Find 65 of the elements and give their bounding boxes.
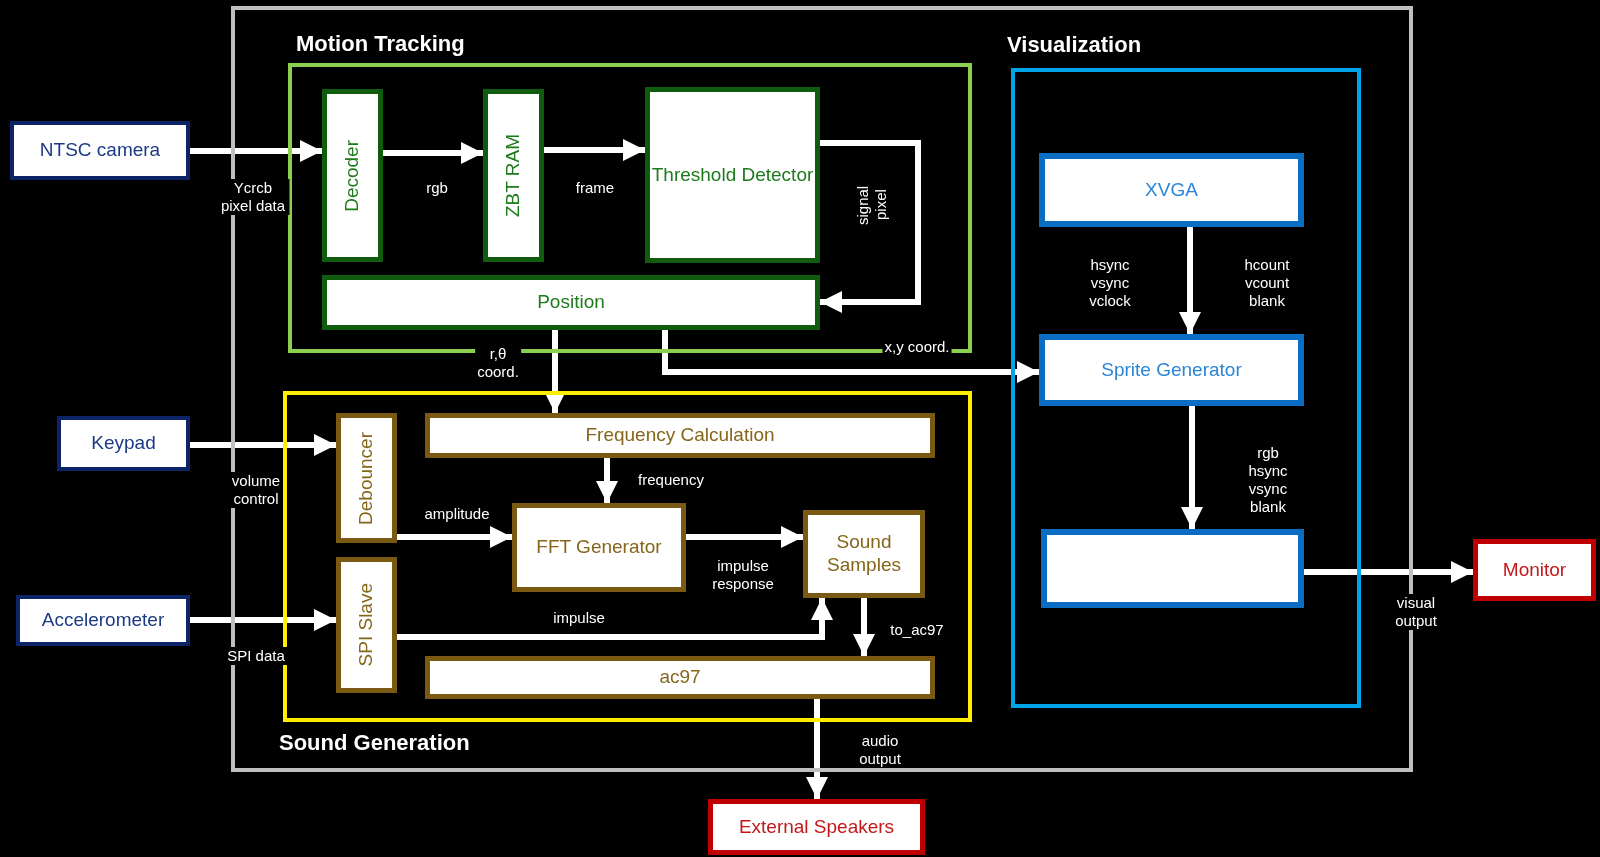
- arrow: [397, 526, 512, 548]
- edge-label: visual output: [1393, 594, 1439, 630]
- arrow: [662, 330, 1039, 383]
- arrow: [1179, 227, 1201, 334]
- block-label: Threshold Detector: [651, 163, 814, 187]
- process-box: [336, 413, 397, 543]
- block-label: External Speakers: [738, 815, 895, 839]
- process-box: [322, 275, 820, 330]
- arrow: [686, 526, 803, 548]
- group-heading: Visualization: [1007, 32, 1142, 58]
- block-label: XVGA: [1145, 178, 1198, 202]
- edge-label: rgb: [424, 179, 450, 197]
- process-box: [322, 89, 383, 262]
- edge-label: frequency: [636, 471, 706, 489]
- arrow: [397, 598, 833, 640]
- device-box: [16, 595, 190, 646]
- arrow: [1304, 561, 1473, 583]
- arrow: [544, 139, 645, 161]
- device-box: [708, 799, 925, 855]
- block-label: Decoder: [341, 139, 364, 212]
- device-box: [57, 416, 190, 471]
- block-label: Accelerometer: [41, 609, 165, 632]
- block-label: ZBT RAM: [502, 133, 525, 217]
- arrow: [853, 598, 875, 656]
- block-label: Monitor: [1502, 558, 1567, 582]
- device-box: [1473, 539, 1596, 601]
- group-heading: Motion Tracking: [296, 31, 465, 57]
- edge-label: impulse response: [710, 557, 776, 593]
- edge-label: SPI data: [225, 647, 287, 665]
- process-box: [1041, 529, 1304, 608]
- arrow: [820, 140, 921, 313]
- block-label: ac97: [659, 666, 701, 689]
- process-box: [1039, 153, 1304, 227]
- block-label: Sprite Generator: [1101, 358, 1242, 382]
- process-box: [645, 87, 820, 263]
- arrow: [806, 699, 828, 799]
- edge-label: amplitude: [422, 505, 492, 523]
- device-box: [10, 121, 190, 180]
- process-box: [483, 89, 544, 262]
- block-label: Debouncer: [355, 431, 378, 525]
- process-box: [425, 413, 935, 458]
- process-box: [425, 656, 935, 699]
- arrow: [544, 330, 566, 413]
- block-label: NTSC camera: [39, 139, 161, 162]
- arrow: [596, 458, 618, 503]
- process-box: [1039, 334, 1304, 406]
- process-box: [512, 503, 686, 592]
- arrow: [383, 142, 483, 164]
- block-label: Sound Samples: [826, 531, 902, 577]
- block-label: Position: [537, 291, 605, 314]
- edge-label: impulse: [551, 609, 607, 627]
- block-label: Frequency Calculation: [585, 424, 775, 447]
- block-label: FFT Generator: [536, 536, 662, 559]
- process-box: [336, 557, 397, 693]
- block-label: SPI Slave: [355, 583, 378, 667]
- process-box: [803, 510, 925, 598]
- arrow: [1181, 406, 1203, 529]
- edge-label: x,y coord.: [882, 338, 952, 356]
- edge-label: audio output: [857, 732, 903, 768]
- arrow: [190, 140, 322, 162]
- group-heading: Sound Generation: [279, 730, 470, 756]
- block-label: Keypad: [91, 432, 156, 455]
- edge-label: volume control: [229, 472, 283, 508]
- arrow: [190, 609, 336, 631]
- arrow: [190, 434, 336, 456]
